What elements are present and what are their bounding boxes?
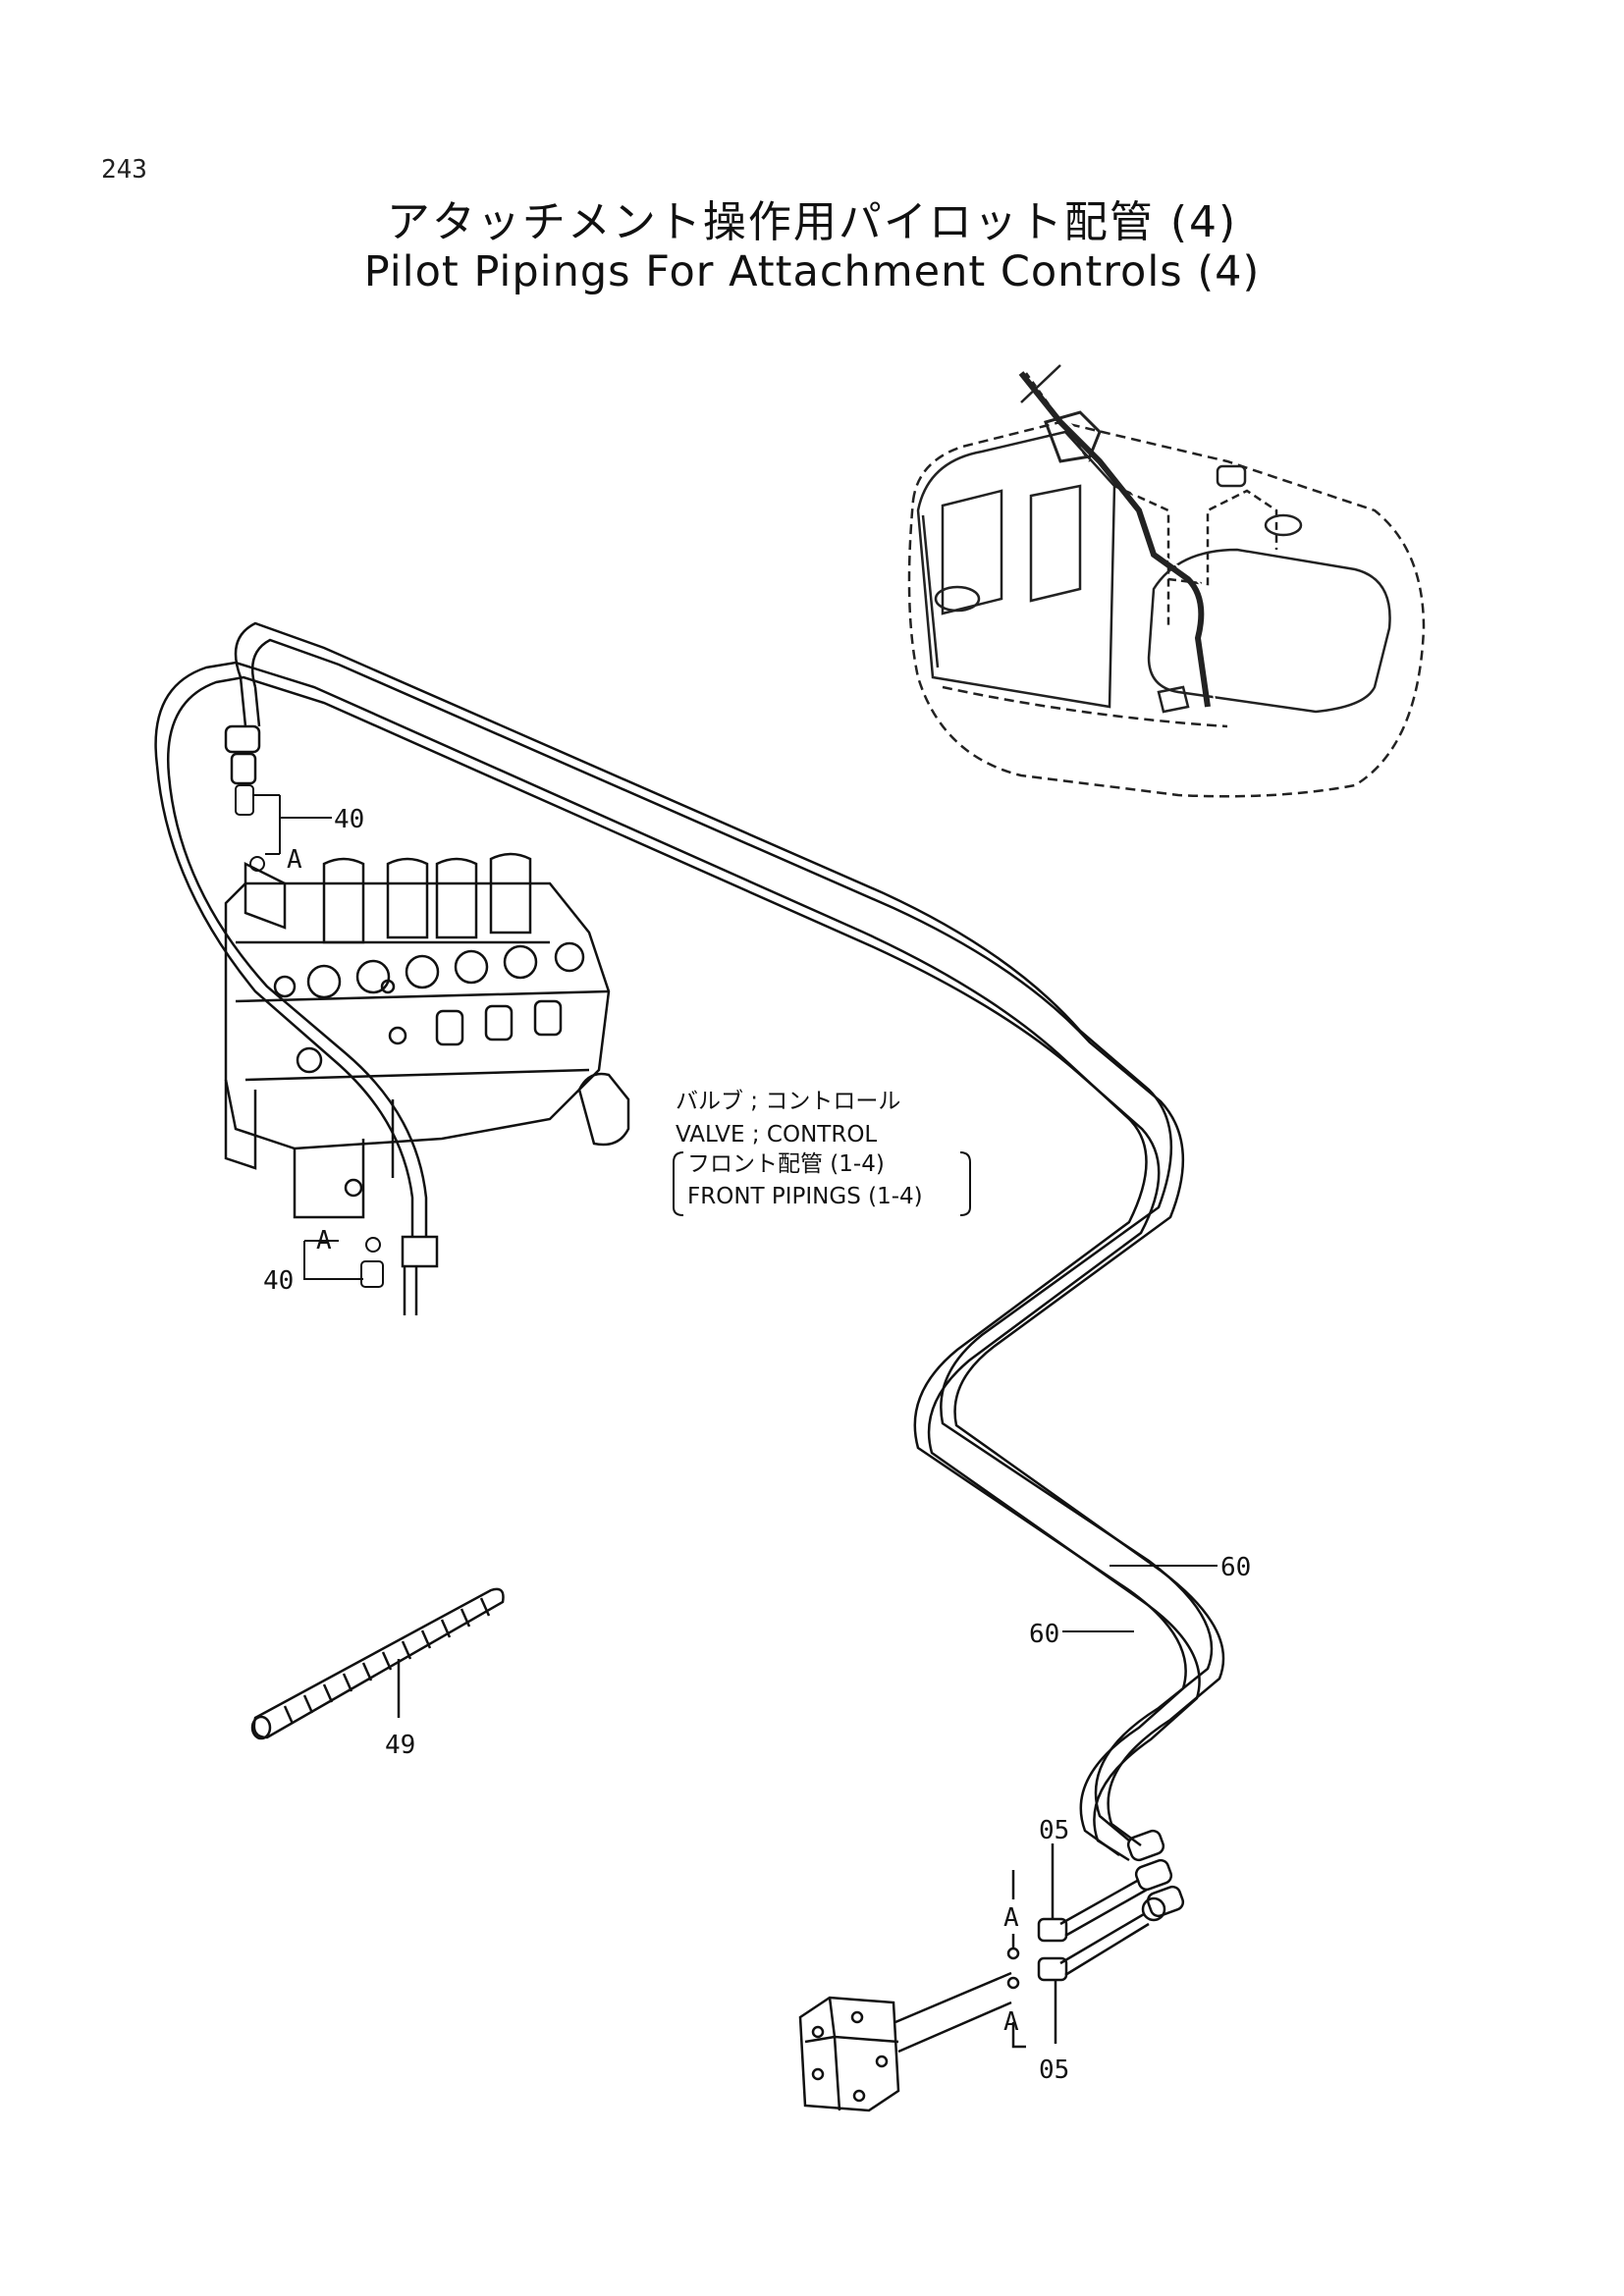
note-front-piping-jp: フロント配管 (1-4) xyxy=(687,1151,885,1177)
control-valve xyxy=(224,852,630,1219)
callout-40-lower xyxy=(303,1237,384,1288)
note-front-piping-en: FRONT PIPINGS (1-4) xyxy=(687,1184,923,1209)
callout-40-upper xyxy=(235,784,332,872)
callout-49-label: 49 xyxy=(385,1731,415,1760)
callout-60-leaders xyxy=(1062,1565,1218,1632)
callout-05-upper-label: 05 xyxy=(1039,1816,1069,1845)
note-valve-en: VALVE ; CONTROL xyxy=(676,1122,877,1148)
note-brackets xyxy=(673,1151,971,1216)
note-valve-jp: バルブ ; コントロール xyxy=(676,1089,900,1114)
title-japanese: アタッチメント操作用パイロット配管 (4) xyxy=(386,197,1238,247)
callout-05-lower-label: 05 xyxy=(1039,2056,1069,2085)
hose-end-fittings xyxy=(798,1829,1185,2112)
marker-a-lower: A xyxy=(316,1226,332,1255)
callout-60-upper-label: 60 xyxy=(1220,1553,1251,1582)
callout-60-lower-label: 60 xyxy=(1029,1620,1059,1649)
callout-40-upper-label: 40 xyxy=(334,805,364,834)
marker-a-fitting-lower: A xyxy=(1003,2007,1019,2037)
pilot-hose-pair-60 xyxy=(154,621,1225,1862)
title-english: Pilot Pipings For Attachment Controls (4… xyxy=(363,247,1261,296)
marker-a-fitting-upper: A xyxy=(1003,1903,1019,1933)
page-number: 243 xyxy=(101,155,147,185)
spiral-guard-49 xyxy=(250,1587,505,1740)
excavator-overview xyxy=(907,364,1426,798)
marker-a-upper: A xyxy=(287,845,302,875)
callout-40-lower-label: 40 xyxy=(263,1266,294,1296)
